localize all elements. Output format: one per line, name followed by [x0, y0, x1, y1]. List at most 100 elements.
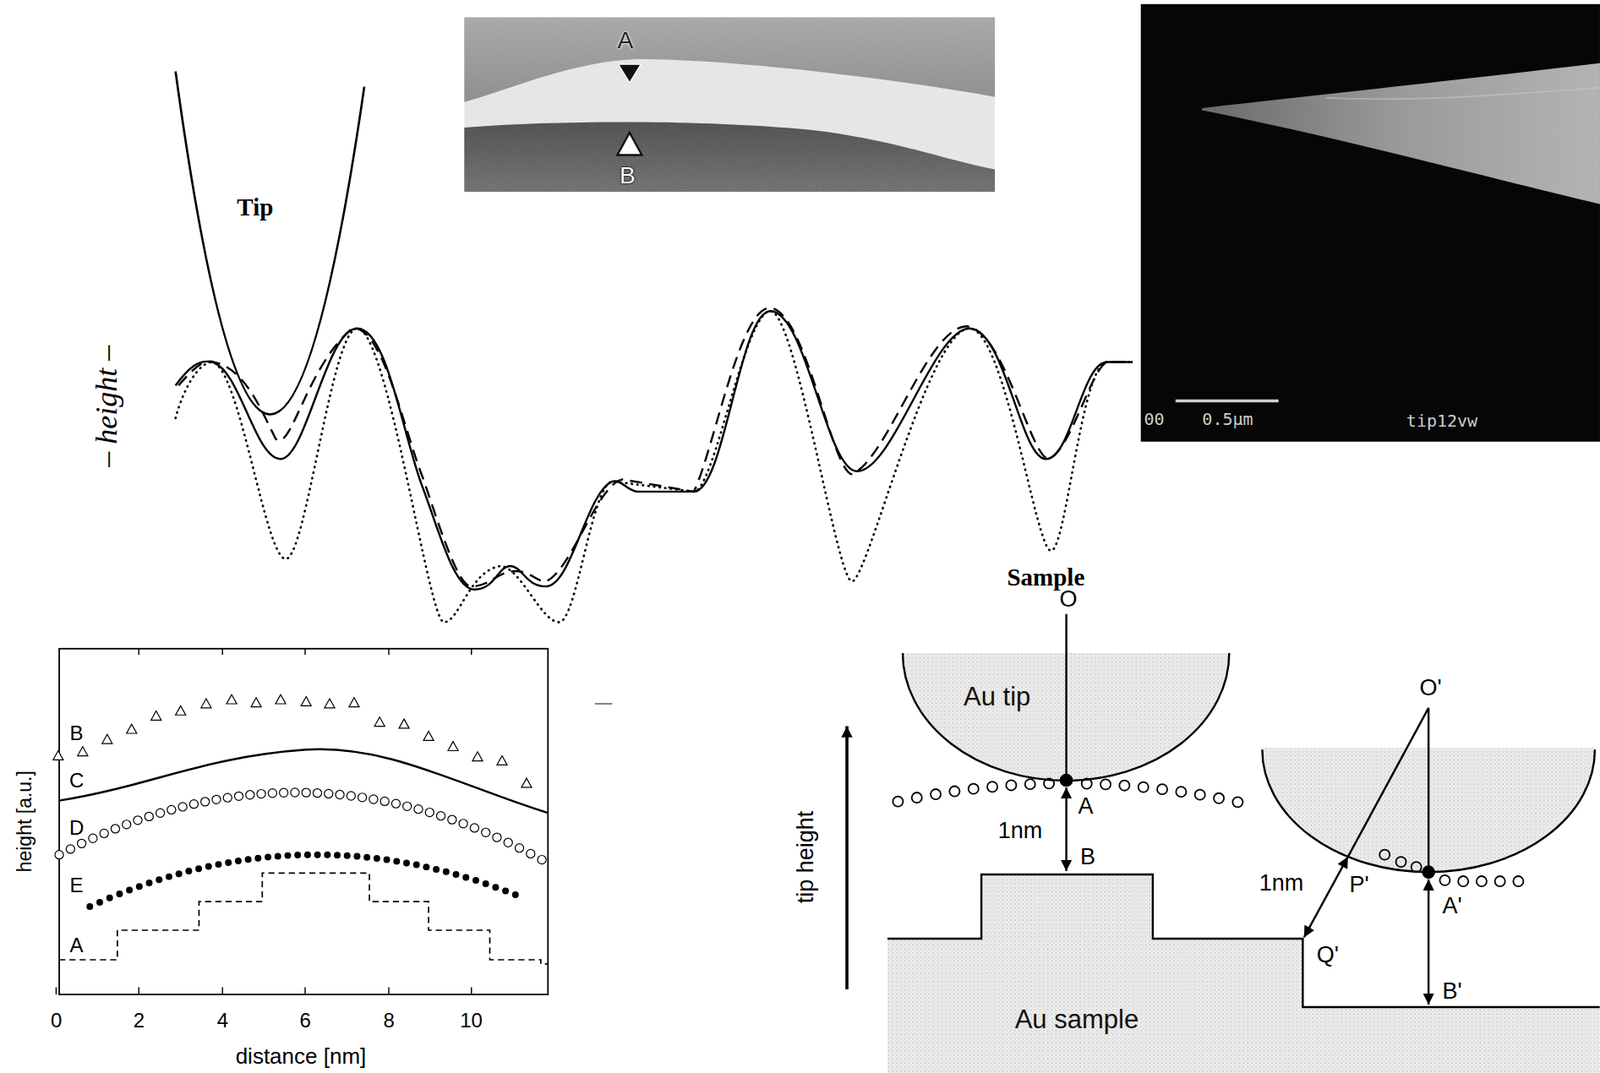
- atom-circle: [968, 784, 979, 795]
- triangle-marker: [423, 731, 434, 742]
- dot-marker: [422, 863, 430, 871]
- triangle-marker: [175, 705, 186, 716]
- dot-marker: [294, 851, 301, 859]
- dot-marker: [363, 854, 371, 862]
- tick-label: 0: [50, 1009, 62, 1033]
- triangle-marker: [324, 698, 335, 709]
- dot-marker: [175, 870, 183, 878]
- triangle-marker: [374, 717, 385, 727]
- circle-marker: [167, 805, 176, 814]
- circle-marker: [312, 789, 322, 798]
- dot-marker: [491, 884, 499, 891]
- dot-marker: [136, 883, 143, 891]
- tip-label: Tip: [236, 193, 274, 222]
- atom-circle: [1379, 850, 1390, 861]
- circle-marker: [54, 851, 64, 860]
- triangle-marker: [102, 734, 113, 744]
- atom-circle: [1396, 857, 1407, 868]
- circle-marker: [178, 802, 187, 812]
- part-label: Au tip: [963, 682, 1031, 713]
- circle-marker: [346, 791, 355, 801]
- circle-marker: [267, 789, 277, 798]
- atom-circle: [1495, 876, 1506, 887]
- dot-marker: [462, 873, 470, 881]
- dot-marker: [115, 890, 123, 898]
- atom-circle: [1175, 786, 1186, 798]
- label-holder: A: [1078, 793, 1094, 820]
- circle-marker: [99, 829, 109, 838]
- point-label: Q': [1316, 942, 1339, 969]
- atom-circle: [1100, 779, 1111, 790]
- series-label: A: [70, 933, 84, 958]
- circle-marker: [447, 815, 457, 825]
- label-holder: D: [69, 816, 84, 841]
- triangle-marker: [472, 752, 483, 762]
- atom-circle: [1157, 784, 1168, 795]
- label-holder: C: [69, 769, 84, 793]
- dot-marker: [353, 853, 361, 861]
- marker-letter: A: [617, 27, 634, 55]
- label-holder: O: [1059, 586, 1078, 613]
- label-holder: 00: [1143, 409, 1164, 430]
- dimension-label: 1nm: [1259, 870, 1305, 897]
- circle-marker: [144, 812, 153, 821]
- circle-marker: [189, 800, 198, 809]
- atom-circle: [1439, 875, 1450, 886]
- label-holder: 0: [50, 1009, 62, 1033]
- tick-label: 10: [459, 1009, 483, 1033]
- tick-label: 8: [382, 1009, 394, 1033]
- dot-marker: [205, 863, 213, 871]
- dot-marker: [155, 876, 163, 884]
- series-label: E: [70, 873, 84, 898]
- circle-marker: [234, 791, 243, 801]
- atom-circle: [892, 797, 903, 808]
- dot-marker: [304, 851, 312, 859]
- point-label: A: [1078, 793, 1094, 820]
- axis-label: – height –: [89, 345, 125, 468]
- label-holder: B': [1441, 978, 1462, 1005]
- tip-shape: Au tip: [902, 653, 1229, 781]
- label-holder: 0.5µm: [1201, 409, 1253, 430]
- label-holder: Q': [1316, 942, 1339, 969]
- circle-marker: [481, 828, 491, 837]
- label-holder: P': [1349, 872, 1370, 899]
- circle-marker: [212, 795, 221, 804]
- atom-circle: [949, 786, 960, 798]
- label-holder: A: [617, 27, 634, 55]
- atom-circle: [1138, 782, 1149, 793]
- dot-marker: [215, 861, 223, 869]
- atom-circle: [987, 781, 998, 792]
- triangle-marker: [251, 698, 262, 708]
- sem-image: [1141, 4, 1600, 443]
- atom-circle: [1195, 790, 1206, 801]
- label-holder: distance [nm]: [235, 1044, 367, 1071]
- dot-marker: [195, 865, 203, 873]
- circle-marker: [223, 793, 232, 803]
- dot-marker: [482, 880, 490, 888]
- sample-shape-outline: [887, 874, 1600, 1073]
- circle-marker: [88, 834, 98, 843]
- point-label: B': [1441, 978, 1462, 1005]
- label-holder: height [a.u.]: [0, 810, 76, 833]
- dot-marker: [373, 855, 381, 863]
- label-holder: O': [1419, 675, 1442, 702]
- circle-marker: [110, 824, 120, 834]
- atom-circle: [1232, 797, 1243, 808]
- label-holder: tip12vw: [1406, 411, 1478, 432]
- label-holder: A': [1441, 893, 1462, 920]
- dot-marker: [512, 891, 519, 899]
- dot-marker: [185, 868, 192, 875]
- label-holder: 6: [299, 1009, 311, 1033]
- dot-marker: [165, 873, 173, 881]
- label-holder: E: [70, 873, 84, 898]
- label-holder: 2: [133, 1009, 145, 1033]
- atom-circle: [1005, 780, 1016, 791]
- circle-marker: [537, 855, 547, 864]
- triangle-marker: [496, 756, 508, 766]
- dot-marker: [314, 851, 322, 859]
- point-label: P': [1349, 872, 1370, 899]
- circle-marker: [358, 793, 367, 803]
- circle-marker: [503, 838, 513, 847]
- circle-marker: [256, 790, 266, 799]
